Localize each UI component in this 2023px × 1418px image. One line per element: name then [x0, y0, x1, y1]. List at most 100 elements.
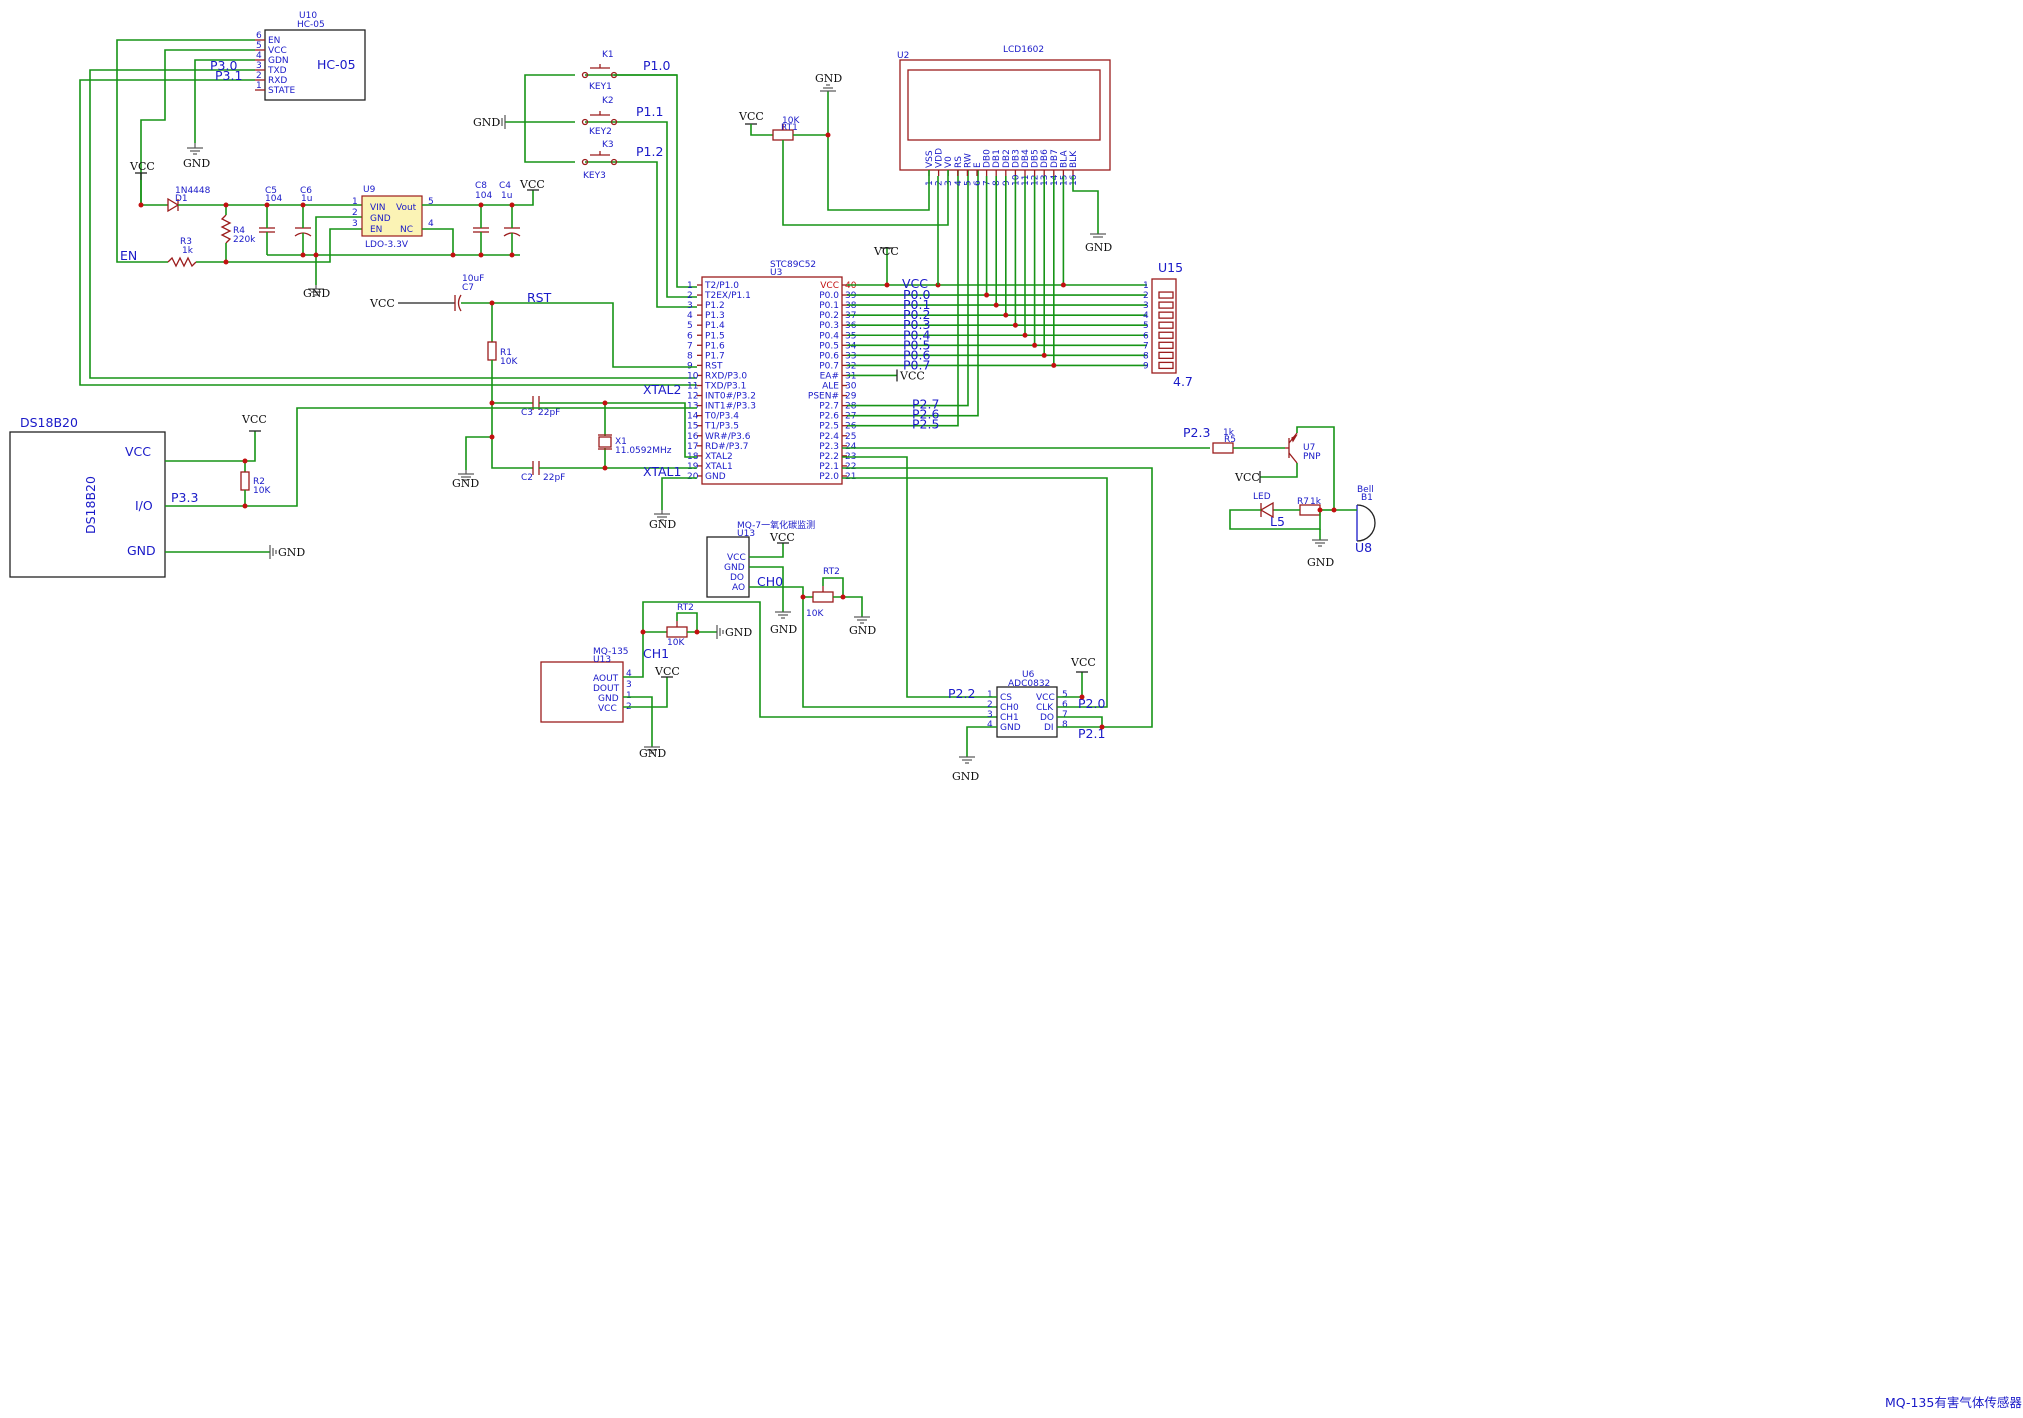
junction	[1003, 312, 1009, 318]
r3-ref: R3	[180, 237, 192, 247]
r5-value: 1k	[1223, 428, 1235, 438]
lcd-pin-num: 10	[1011, 174, 1021, 186]
net-p06: P0.6	[903, 347, 930, 362]
u15-resistor	[1158, 301, 1174, 309]
net-ch0: CH0	[757, 574, 783, 589]
adc-pin-num: 2	[987, 700, 993, 710]
u15-resistor	[1158, 361, 1174, 370]
adc-pin: VCC	[1036, 693, 1055, 703]
hc05-pin-name: STATE	[268, 86, 295, 96]
mcu-pin-num: 20	[687, 472, 699, 482]
net-p02: P0.2	[903, 307, 930, 322]
bell-ref2: U8	[1355, 540, 1372, 555]
diode-name: 1N4448	[175, 186, 211, 196]
lcd-pin-name: BLA	[1059, 150, 1069, 168]
vcc-label: VCC	[738, 110, 764, 123]
junction	[1022, 332, 1028, 338]
hc05-pin-name: RXD	[268, 76, 287, 86]
mcu-pin-num: 35	[845, 331, 856, 341]
r2-value: 10K	[253, 486, 271, 496]
vcc-label: VCC	[873, 245, 899, 258]
net-p12: P1.2	[636, 144, 663, 159]
mcu-pin-num: 21	[845, 472, 856, 482]
ldo-pin-num: 1	[352, 197, 358, 207]
mcu-pin-name: P2.6	[819, 412, 839, 422]
net-xtal2: XTAL2	[643, 382, 681, 397]
lcd-pin-name: DB4	[1021, 149, 1031, 168]
adc-pin: DO	[1040, 713, 1054, 723]
junction	[1060, 282, 1066, 288]
mq7-pin: AO	[732, 583, 745, 593]
mcu-pin-name: P1.5	[705, 331, 725, 341]
mcu-pin-name: P1.7	[705, 351, 725, 361]
u15-pin-num: 7	[1143, 341, 1149, 351]
net-p10: P1.0	[643, 58, 670, 73]
lcd-ref: U2	[897, 51, 909, 61]
c8-value: 104	[475, 191, 492, 201]
mcu-pin-name: PSEN#	[808, 392, 839, 402]
mcu-pin-name: P1.4	[705, 321, 725, 331]
adc-pin-num: 3	[987, 710, 993, 720]
pnp-type: PNP	[1303, 452, 1321, 462]
adc-name: ADC0832	[1008, 679, 1050, 689]
lcd-pin-num: 7	[983, 180, 993, 186]
mcu-pin-name: T2EX/P1.1	[704, 291, 751, 301]
mcu-pin-num: 33	[845, 351, 856, 361]
wire-lcd-ctrl	[847, 170, 969, 407]
mq135-rt-value: 10K	[667, 638, 685, 648]
key3-ref: K3	[602, 140, 614, 150]
net-xtal1: XTAL1	[643, 464, 681, 479]
lcd-pin-name: E	[973, 162, 983, 168]
key2-ref: K2	[602, 96, 614, 106]
rt1-contrast: VCC 10K RT1 GND	[738, 72, 949, 226]
mcu-pin-num: 14	[687, 412, 699, 422]
ldo-pin-num: 4	[428, 219, 434, 229]
gnd-label: GND	[303, 287, 330, 300]
mq135-pin-num: 1	[626, 691, 632, 701]
adc-pin-num: 6	[1062, 700, 1068, 710]
lcd-pin-num: 16	[1069, 174, 1079, 186]
adc-pin: CS	[1000, 693, 1012, 703]
c2-ref: C2	[521, 473, 533, 483]
c3-value: 22pF	[538, 408, 560, 418]
u15-pin-num: 8	[1143, 351, 1149, 361]
r4-value: 220k	[233, 235, 256, 245]
u15-ref: U15	[1158, 260, 1183, 275]
mq7-pin: DO	[730, 573, 744, 583]
u15-pin-num: 9	[1143, 361, 1149, 371]
mq135-ref: U13	[593, 655, 611, 665]
adc-pin: DI	[1044, 723, 1054, 733]
mcu-pin-name: RST	[705, 361, 723, 371]
vcc-label: VCC	[369, 297, 395, 310]
r2-ref: R2	[253, 477, 265, 487]
mcu-pin-name: RXD/P3.0	[705, 371, 747, 381]
crystal-ref: X1	[615, 437, 627, 447]
mcu-pin-num: 5	[687, 321, 693, 331]
lcd-pin-num: 2	[935, 180, 945, 186]
rt1-value: 10K	[782, 116, 800, 126]
net-p26: P2.6	[912, 407, 939, 422]
gnd-label: GND	[952, 770, 979, 783]
lcd-pin-name: DB5	[1031, 149, 1041, 168]
junction	[884, 282, 890, 288]
mq135-sensor: MQ-135 U13 AOUT DOUT GND VCC 4 3 1 2 CH1…	[540, 601, 997, 760]
mcu-pin-num: 3	[687, 301, 693, 311]
mcu-pin-name: P0.3	[819, 321, 839, 331]
lcd-pin-name: RW	[963, 153, 973, 168]
vcc-label: VCC	[899, 369, 925, 382]
gnd-label: GND	[1307, 556, 1334, 569]
net-p20: P2.0	[1078, 696, 1105, 711]
mq7-rt: RT2	[823, 567, 840, 577]
mcu-pin-name: XTAL2	[705, 452, 733, 462]
mcu-pin-name: P2.1	[819, 462, 839, 472]
adc-pin-num: 8	[1062, 720, 1068, 730]
ldo-pin-num: 5	[428, 197, 434, 207]
adc-pin-num: 4	[987, 720, 993, 730]
wire-lcd-ctrl	[847, 170, 979, 417]
vcc-label: VCC	[519, 178, 545, 191]
lcd-pin-num: 1	[925, 180, 935, 186]
mcu-pin-name: P0.1	[819, 301, 839, 311]
hc05-pin-num: 2	[256, 71, 262, 81]
